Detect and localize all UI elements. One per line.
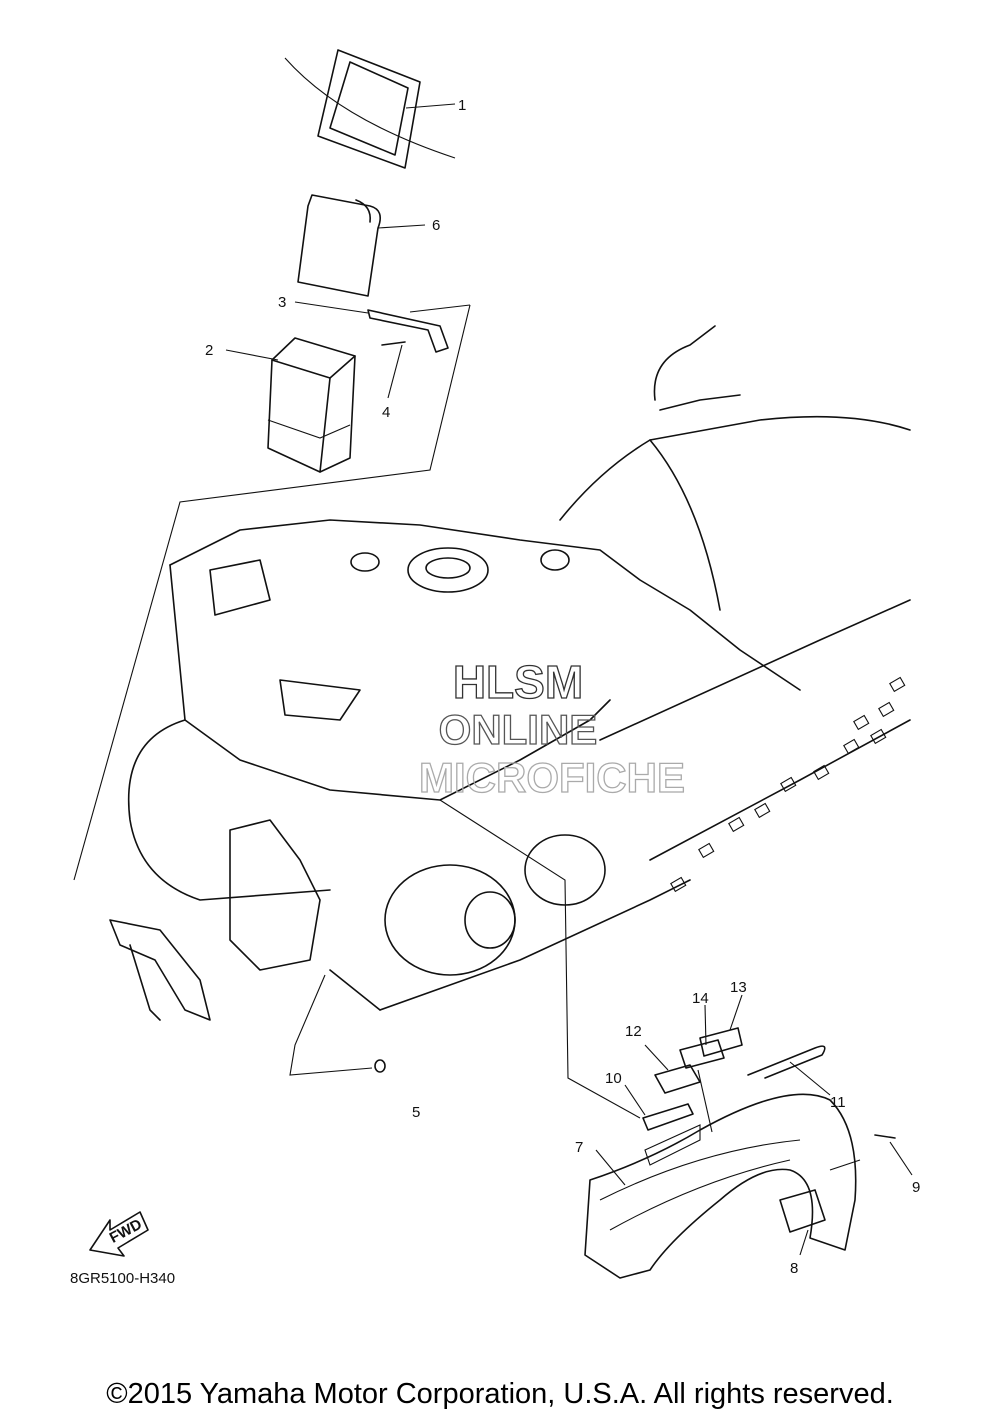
callout-11: 11 (830, 1094, 846, 1111)
part-10-plate (624, 1084, 694, 1131)
part-4-screw (381, 341, 406, 399)
part-13-sticker (699, 994, 743, 1057)
callout-7: 7 (575, 1139, 583, 1156)
callout-5: 5 (412, 1104, 420, 1121)
callout-3: 3 (278, 294, 286, 311)
part-6-sleeve (297, 194, 426, 297)
part-11-strap (747, 1045, 831, 1096)
diagram-code: 8GR5100-H340 (70, 1270, 176, 1287)
part-7-rear-flap (584, 1093, 857, 1279)
part-3-bracket (294, 301, 471, 353)
callout-6: 6 (432, 217, 440, 234)
callout-1: 1 (458, 97, 466, 114)
watermark-line-1: HLSM (453, 656, 583, 708)
snowmobile-body (109, 325, 911, 1021)
watermark-line-3: MICROFICHE (419, 754, 685, 801)
track-holes (670, 676, 906, 893)
part-9-rivet (829, 1134, 913, 1176)
callout-14: 14 (692, 990, 709, 1007)
fwd-arrow-icon: FWD (89, 1211, 149, 1257)
part-1-cover (284, 49, 456, 169)
copyright-notice: ©2015 Yamaha Motor Corporation, U.S.A. A… (106, 1378, 894, 1410)
part-2-battery (225, 337, 356, 473)
callout-13: 13 (730, 979, 747, 996)
part-14-sticker (679, 1004, 725, 1133)
watermark-line-2: ONLINE (439, 706, 598, 753)
callout-9: 9 (912, 1179, 920, 1196)
part-8-label (779, 1189, 826, 1256)
callout-8: 8 (790, 1260, 798, 1277)
callout-2: 2 (205, 342, 213, 359)
part-5-grommet (289, 974, 386, 1076)
callout-12: 12 (625, 1023, 642, 1040)
part-12-sticker (644, 1044, 701, 1094)
callout-4: 4 (382, 404, 390, 421)
callout-10: 10 (605, 1070, 622, 1087)
watermark: HLSM ONLINE MICROFICHE (418, 655, 685, 801)
